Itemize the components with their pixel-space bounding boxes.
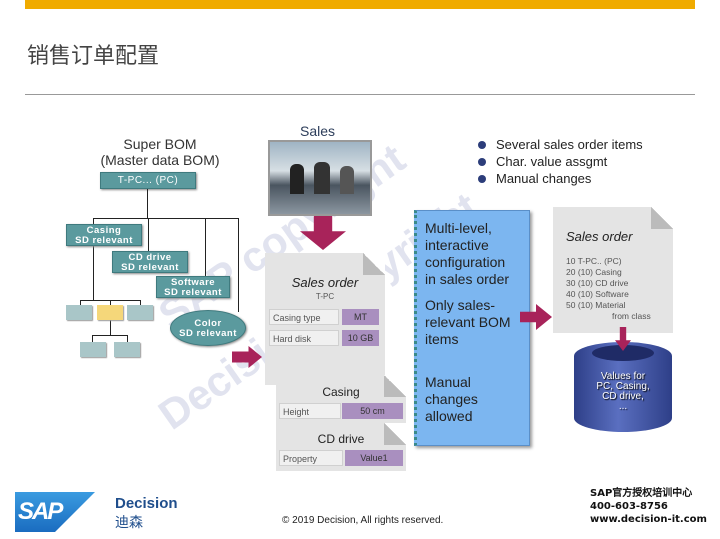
sap-logo-text: SAP	[18, 498, 63, 525]
note-line: Manual	[425, 374, 471, 390]
casing-type-field[interactable]: MT	[342, 309, 379, 325]
folded-corner	[384, 375, 406, 397]
bom-item-label: SD relevant	[75, 235, 133, 246]
bom-title-line: Super BOM	[123, 136, 197, 152]
folded-corner	[651, 207, 673, 229]
connector	[140, 300, 141, 305]
page-title: 销售订单配置	[27, 44, 160, 69]
form-title: Sales order	[291, 275, 359, 290]
contact-info: SAP官方授权培训中心 400-603-8756 www.decision-it…	[590, 487, 707, 526]
field-label: Height	[279, 403, 341, 419]
database-line: ...	[618, 401, 628, 412]
decision-logo-cn: 迪森	[115, 515, 143, 531]
note-line: items	[425, 331, 459, 347]
height-field[interactable]: 50 cm	[342, 403, 403, 419]
item-line: 20 (10) Casing	[566, 267, 622, 277]
bullet-item: Char. value assgmt	[478, 154, 607, 169]
cd-drive-title: CD drive	[317, 432, 365, 446]
item-line: 30 (10) CD drive	[566, 278, 629, 288]
folded-corner	[363, 253, 385, 275]
bom-subitem	[80, 342, 106, 357]
bom-item-label: Casing	[86, 225, 122, 236]
casing-title: Casing	[322, 385, 360, 399]
connector	[92, 335, 128, 336]
bullet-item: Several sales order items	[478, 137, 643, 152]
database-line: Values for	[600, 371, 646, 382]
divider	[25, 94, 695, 95]
note-line: changes	[425, 391, 478, 407]
arrow-right-icon	[232, 346, 262, 368]
connector	[238, 218, 239, 312]
field-label: Property	[279, 450, 343, 466]
bom-item-label: SD relevant	[179, 328, 237, 339]
item-list: 10 T-PC.. (PC) 20 (10) Casing 30 (10) CD…	[566, 256, 651, 322]
connector	[80, 300, 81, 305]
bom-item-label: Software	[170, 277, 216, 288]
connector	[205, 218, 206, 276]
bom-item-label: Color	[194, 318, 222, 329]
bom-subitem-highlighted	[97, 305, 123, 320]
bom-item-label: SD relevant	[121, 262, 179, 273]
sap-logo: SAP	[15, 492, 95, 532]
item-line: from class	[612, 311, 651, 321]
connector	[127, 335, 128, 342]
item-line: 50 (10) Material	[566, 300, 626, 310]
field-label: Hard disk	[269, 330, 339, 346]
property-field[interactable]: Value1	[345, 450, 403, 466]
note-line: allowed	[425, 408, 473, 424]
connector	[92, 335, 93, 342]
configuration-note: Multi-level, interactive configuration i…	[414, 210, 530, 446]
bullet-text: Char. value assgmt	[496, 154, 608, 169]
bullet-text: Manual changes	[496, 171, 592, 186]
connector	[148, 218, 149, 252]
note-line: configuration	[425, 254, 506, 270]
bom-title-line: (Master data BOM)	[100, 152, 220, 168]
folded-corner	[384, 423, 406, 445]
bom-title: Super BOM(Master data BOM)	[80, 136, 240, 168]
accent-bar	[25, 0, 695, 9]
item-line: 10 T-PC.. (PC)	[566, 256, 622, 266]
connector	[93, 218, 239, 219]
person-figure	[314, 162, 330, 194]
field-label: Casing type	[269, 309, 339, 325]
database-line: PC, Casing,	[596, 381, 650, 392]
copyright: © 2019 Decision, All rights reserved.	[282, 515, 444, 526]
note-line: Multi-level,	[425, 220, 492, 236]
note-line: interactive	[425, 237, 489, 253]
bullet-text: Several sales order items	[496, 137, 643, 152]
contact-line: 400-603-8756	[590, 501, 668, 512]
form-subtitle: T-PC	[315, 292, 335, 301]
person-figure	[290, 164, 304, 194]
bom-subitem	[66, 305, 92, 320]
person-figure	[340, 166, 354, 194]
document-title: Sales order	[566, 229, 633, 244]
bom-subitem	[127, 305, 153, 320]
sales-label: Sales	[300, 123, 336, 139]
database-line: CD drive,	[602, 391, 644, 402]
bom-item-label: SD relevant	[164, 287, 222, 298]
note-line: Only sales-	[425, 297, 496, 313]
decision-logo-en: Decision	[115, 495, 178, 512]
contact-website: www.decision-it.com	[590, 514, 707, 525]
cylinder-top	[592, 345, 654, 361]
bullet-item: Manual changes	[478, 171, 591, 186]
bom-root: T-PC... (PC)	[100, 172, 196, 189]
connector	[93, 218, 94, 300]
connector	[147, 189, 148, 218]
contact-line: SAP官方授权培训中心	[590, 488, 693, 499]
bom-item-label: CD drive	[128, 252, 172, 263]
database-label: Values for PC, Casing, CD drive, ...	[574, 372, 672, 412]
hard-disk-field[interactable]: 10 GB	[342, 330, 379, 346]
note-line: in sales order	[425, 271, 510, 287]
bom-subitem	[114, 342, 140, 357]
item-line: 40 (10) Software	[566, 289, 629, 299]
sales-meeting-photo	[268, 140, 372, 216]
note-line: relevant BOM	[425, 314, 511, 330]
